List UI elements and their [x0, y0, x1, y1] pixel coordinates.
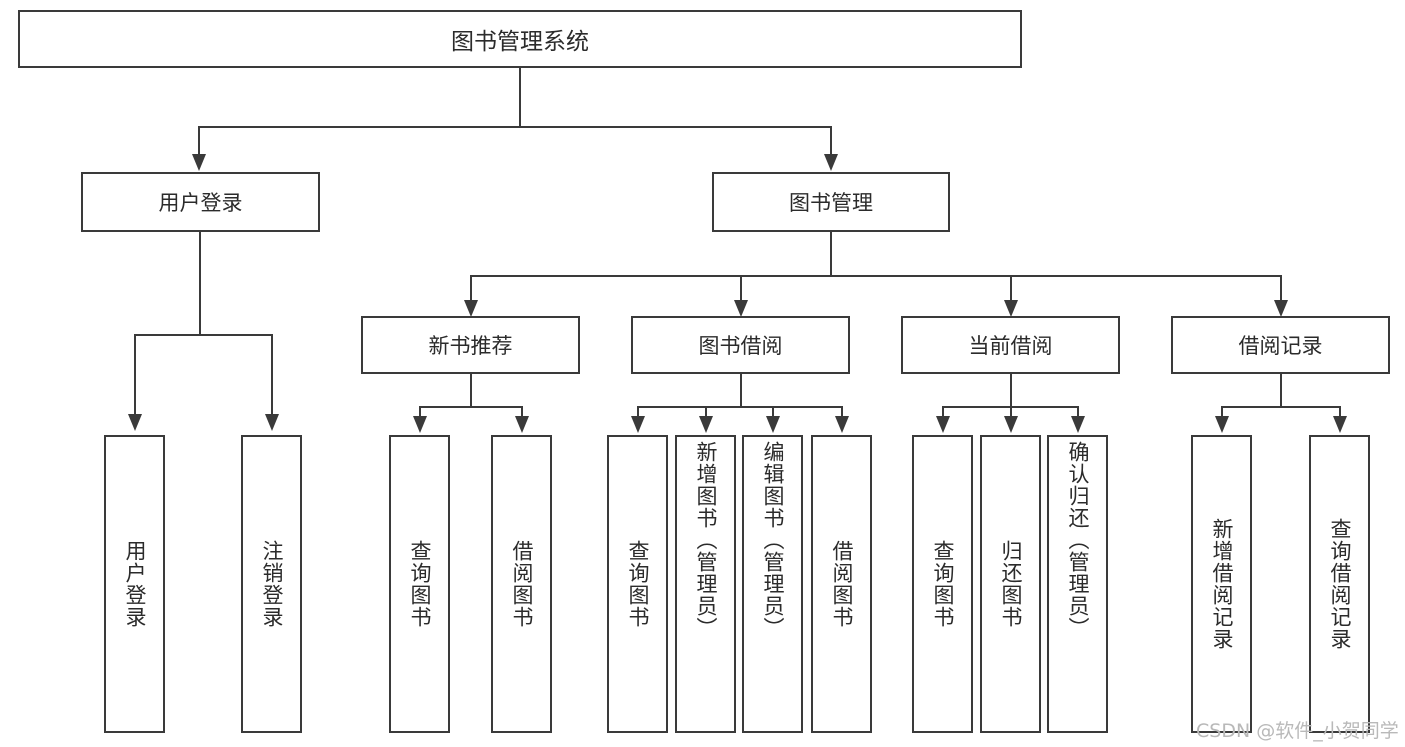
connector-root-to-user-login: [198, 126, 200, 156]
connector-user-login-bus: [134, 334, 272, 336]
connector-g4-drop-1: [942, 406, 944, 418]
connector-g5-drop-2: [1339, 406, 1341, 418]
arrowhead-level2-current: [1004, 300, 1018, 317]
arrowhead-g5-leaf-1: [1215, 416, 1229, 433]
arrowhead-g5-leaf-2: [1333, 416, 1347, 433]
connector-user-login-stem: [199, 232, 201, 335]
node-current-borrow[interactable]: 当前借阅: [901, 316, 1120, 374]
arrowhead-g4-leaf-3: [1071, 416, 1085, 433]
arrowhead-g2-leaf-2: [515, 416, 529, 433]
leaf-label: 借阅图书: [829, 540, 854, 628]
connector-g5-stem: [1280, 374, 1282, 407]
connector-g2-bus: [419, 406, 522, 408]
connector-root-stem: [519, 68, 521, 127]
leaf-recommend-query-book[interactable]: 查询图书: [389, 435, 450, 733]
connector-level2-drop-2: [740, 275, 742, 302]
leaf-recommend-borrow-book[interactable]: 借阅图书: [491, 435, 552, 733]
node-label: 当前借阅: [968, 334, 1053, 358]
node-book-borrow[interactable]: 图书借阅: [631, 316, 850, 374]
leaf-label: 借阅图书: [509, 540, 534, 628]
node-user-login[interactable]: 用户登录: [81, 172, 320, 232]
leaf-record-query-record[interactable]: 查询借阅记录: [1309, 435, 1370, 733]
arrowhead-g3-leaf-4: [835, 416, 849, 433]
leaf-record-add-record[interactable]: 新增借阅记录: [1191, 435, 1252, 733]
leaf-current-return-book[interactable]: 归还图书: [980, 435, 1041, 733]
connector-root-bus: [198, 126, 832, 128]
connector-level2-drop-3: [1010, 275, 1012, 302]
connector-g3-drop-2: [705, 406, 707, 418]
leaf-borrow-add-book-admin[interactable]: 新增图书（管理员）: [675, 435, 736, 733]
connector-g5-bus: [1221, 406, 1340, 408]
connector-g2-drop-2: [521, 406, 523, 418]
connector-level2-drop-4: [1280, 275, 1282, 302]
connector-g2-stem: [470, 374, 472, 407]
connector-g5-drop-1: [1221, 406, 1223, 418]
node-label: 图书借阅: [698, 334, 783, 358]
node-label: 图书管理: [789, 191, 873, 215]
leaf-label: 确认归还（管理员）: [1065, 441, 1090, 639]
connector-user-login-drop-1: [134, 334, 136, 416]
connector-g3-drop-4: [841, 406, 843, 418]
arrowhead-g3-leaf-2: [699, 416, 713, 433]
arrowhead-level2-record: [1274, 300, 1288, 317]
connector-level2-drop-1: [470, 275, 472, 302]
connector-g4-drop-3: [1077, 406, 1079, 418]
arrowhead-g4-leaf-2: [1004, 416, 1018, 433]
node-label: 新书推荐: [428, 334, 513, 358]
node-new-book-recommend[interactable]: 新书推荐: [361, 316, 580, 374]
leaf-current-query-book[interactable]: 查询图书: [912, 435, 973, 733]
node-root-system[interactable]: 图书管理系统: [18, 10, 1022, 68]
connector-g4-stem: [1010, 374, 1012, 407]
arrowhead-g4-leaf-1: [936, 416, 950, 433]
leaf-label: 注销登录: [259, 540, 284, 628]
arrowhead-level2-borrow: [734, 300, 748, 317]
leaf-label: 新增借阅记录: [1209, 518, 1234, 650]
leaf-borrow-edit-book-admin[interactable]: 编辑图书（管理员）: [742, 435, 803, 733]
leaf-label: 查询图书: [407, 540, 432, 628]
arrowhead-g2-leaf-1: [413, 416, 427, 433]
leaf-label: 编辑图书（管理员）: [760, 441, 785, 639]
connector-root-to-book-manage: [830, 126, 832, 156]
arrowhead-g3-leaf-1: [631, 416, 645, 433]
arrowhead-g3-leaf-3: [766, 416, 780, 433]
connector-g3-drop-3: [772, 406, 774, 418]
leaf-label: 新增图书（管理员）: [693, 441, 718, 639]
connector-level2-bus: [470, 275, 1282, 277]
node-label: 用户登录: [158, 191, 243, 215]
leaf-label: 归还图书: [998, 540, 1023, 628]
leaf-borrow-query-book[interactable]: 查询图书: [607, 435, 668, 733]
connector-g4-drop-2: [1010, 406, 1012, 418]
arrowhead-leaf-logout: [265, 414, 279, 431]
leaf-label: 用户登录: [122, 540, 147, 628]
leaf-label: 查询图书: [625, 540, 650, 628]
node-borrow-record[interactable]: 借阅记录: [1171, 316, 1390, 374]
arrowhead-leaf-user-login: [128, 414, 142, 431]
leaf-logout[interactable]: 注销登录: [241, 435, 302, 733]
connector-g2-drop-1: [419, 406, 421, 418]
connector-g3-bus: [637, 406, 842, 408]
arrowhead-level2-new-book: [464, 300, 478, 317]
node-book-manage[interactable]: 图书管理: [712, 172, 950, 232]
arrowhead-book-manage: [824, 154, 838, 171]
leaf-borrow-borrow-book[interactable]: 借阅图书: [811, 435, 872, 733]
leaf-label: 查询借阅记录: [1327, 518, 1352, 650]
node-label: 借阅记录: [1238, 334, 1323, 358]
connector-user-login-drop-2: [271, 334, 273, 416]
connector-g3-drop-1: [637, 406, 639, 418]
leaf-current-confirm-return-admin[interactable]: 确认归还（管理员）: [1047, 435, 1108, 733]
arrowhead-user-login: [192, 154, 206, 171]
connector-g3-stem: [740, 374, 742, 407]
leaf-label: 查询图书: [930, 540, 955, 628]
node-label: 图书管理系统: [451, 29, 589, 55]
leaf-user-login[interactable]: 用户登录: [104, 435, 165, 733]
connector-book-manage-stem: [830, 232, 832, 276]
